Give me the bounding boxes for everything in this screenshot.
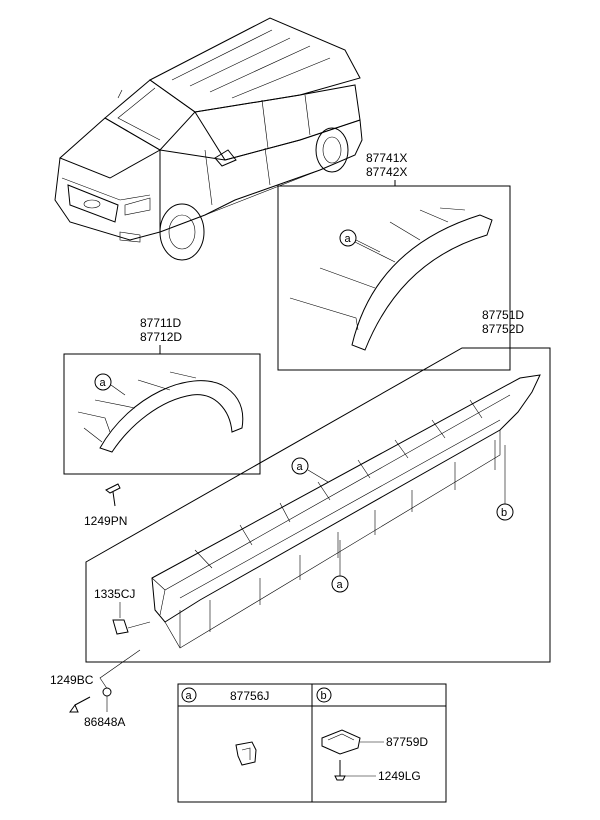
front-arch-code-1: 87711D <box>140 316 181 330</box>
front-arch-code-2: 87712D <box>140 330 182 344</box>
marker-a-sill-bottom-label: a <box>337 579 344 591</box>
front-arch-frame <box>63 353 261 475</box>
screw-1249bc <box>69 703 79 713</box>
marker-a-sill-top <box>291 457 309 475</box>
rear-arch-code-2: 87742X <box>366 165 407 179</box>
rear-arch-moulding[interactable] <box>351 214 493 351</box>
clip-1335cj-label: 1335CJ <box>94 587 135 601</box>
rear-arch-frame <box>277 185 511 371</box>
rear-arch-code-1: 87741X <box>366 151 407 165</box>
clip-87756j-icon <box>235 741 257 766</box>
legend-marker-b <box>316 687 332 703</box>
screw-1249pn <box>105 483 121 494</box>
nut-86848a-label: 86848A <box>84 715 125 729</box>
legend-part-1249lg: 1249LG <box>378 769 421 783</box>
marker-a-front <box>94 373 112 391</box>
marker-b-sill-label: b <box>501 507 507 519</box>
legend-table: a 87756J b 87759D 1249LG <box>177 683 447 803</box>
side-sill-code-1: 87751D <box>482 308 524 322</box>
legend-part-87756j: 87756J <box>230 689 269 703</box>
screw-1249pn-label: 1249PN <box>84 514 127 528</box>
legend-marker-a-label: a <box>186 690 193 702</box>
side-sill-moulding[interactable] <box>151 374 541 623</box>
front-arch-moulding[interactable] <box>99 380 244 453</box>
marker-a-front-label: a <box>100 377 107 389</box>
side-sill-code-2: 87752D <box>482 322 524 336</box>
legend-part-87759d: 87759D <box>386 735 428 749</box>
nut-86848a <box>102 687 112 697</box>
screw-1249bc-label: 1249BC <box>50 673 94 687</box>
legend-marker-b-label: b <box>321 690 327 702</box>
front-arch-group: 87711D 87712D a 1249PN <box>63 316 261 528</box>
vehicle-illustration <box>54 17 363 261</box>
clip-87759d-icon <box>321 729 361 755</box>
side-sill-group: 87751D 87752D a a <box>85 308 551 663</box>
marker-a-rear-label: a <box>345 233 352 245</box>
marker-a-sill-top-label: a <box>297 461 304 473</box>
side-sill-frame <box>85 347 551 663</box>
rear-arch-group: 87741X 87742X a <box>277 151 511 371</box>
bottom-fasteners: 1249BC 86848A <box>50 649 141 729</box>
legend-marker-a <box>181 687 197 703</box>
marker-a-rear <box>339 229 357 247</box>
clip-1335cj <box>112 619 129 635</box>
